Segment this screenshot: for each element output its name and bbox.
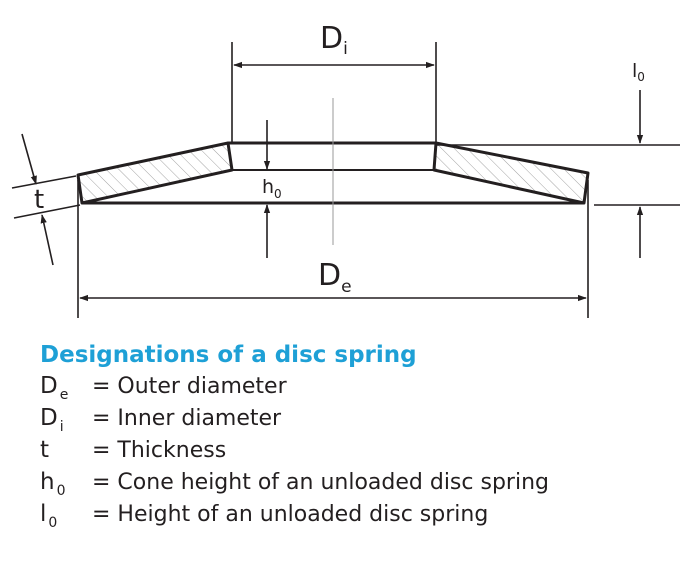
t-arrow-top — [21, 133, 37, 185]
right-wall-section — [432, 141, 590, 205]
legend-definition: = Cone height of an unloaded disc spring — [92, 470, 549, 495]
thickness-dimension: t — [11, 133, 81, 266]
di-label: Di — [320, 21, 348, 59]
legend-title: Designations of a disc spring — [40, 342, 417, 368]
left-wall-section — [76, 141, 234, 205]
legend-symbol: t — [40, 437, 50, 463]
legend-definition: = Thickness — [92, 438, 227, 463]
disc-spring-diagram: Di De t h0 l0 — [11, 21, 680, 318]
h0-label: h0 — [262, 176, 282, 201]
t-arrow-bottom — [40, 214, 54, 266]
outer-diameter-dimension: De — [77, 180, 589, 318]
legend-definition: = Inner diameter — [92, 406, 282, 431]
de-label: De — [318, 258, 352, 297]
t-label: t — [34, 185, 44, 215]
inner-diameter-dimension: Di — [231, 21, 437, 143]
l0-label: l0 — [632, 60, 645, 84]
cone-height-dimension: h0 — [262, 120, 282, 258]
disc-spring-section — [76, 98, 590, 245]
spring-height-dimension: l0 — [436, 60, 680, 258]
legend-definition: = Outer diameter — [92, 374, 287, 399]
legend-definition: = Height of an unloaded disc spring — [92, 502, 489, 527]
legend-row-thickness: t = Thickness — [40, 434, 549, 466]
